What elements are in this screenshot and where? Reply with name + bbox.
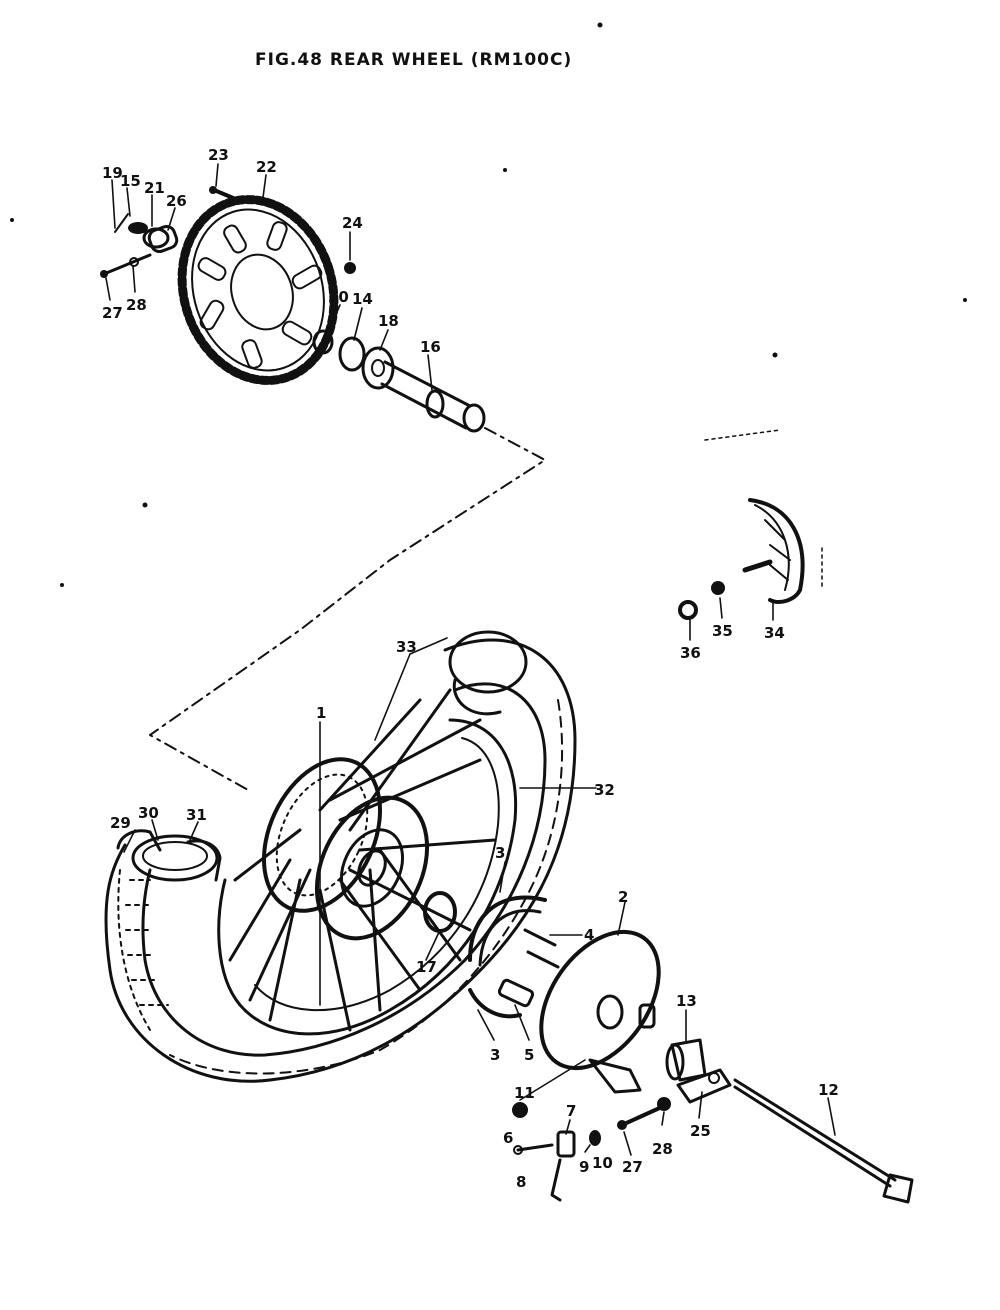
callout-11: 11 — [514, 1084, 535, 1102]
leader-lines — [105, 163, 836, 1156]
figure-title: FIG.48 REAR WHEEL (RM100C) — [255, 50, 572, 70]
callout-19: 19 — [102, 164, 123, 182]
callout-33: 33 — [396, 638, 417, 656]
callout-6: 6 — [503, 1129, 513, 1147]
axle-spacer — [665, 1038, 707, 1082]
callout-5: 5 — [524, 1046, 534, 1064]
callout-1: 1 — [316, 704, 326, 722]
rear-sprocket — [177, 195, 339, 385]
callout-17: 17 — [416, 958, 437, 976]
callout-36: 36 — [680, 644, 701, 662]
callout-2: 2 — [618, 888, 628, 906]
callout-labels: 1 2 3 3 4 5 6 7 8 9 10 11 12 13 14 15 16… — [102, 146, 839, 1191]
callout-28-upper: 28 — [126, 296, 147, 314]
callout-28-lower: 28 — [652, 1140, 673, 1158]
callout-16: 16 — [420, 338, 441, 356]
callout-32: 32 — [594, 781, 615, 799]
tire-cross-section — [116, 829, 222, 882]
callout-15: 15 — [120, 172, 141, 190]
callout-34: 34 — [764, 624, 785, 642]
callout-27-lower: 27 — [622, 1158, 643, 1176]
callout-13: 13 — [676, 992, 697, 1010]
callout-7: 7 — [566, 1102, 576, 1120]
callout-31: 31 — [186, 806, 207, 824]
callout-29: 29 — [110, 814, 131, 832]
hub-bearing — [423, 891, 457, 933]
brake-shoes — [468, 895, 560, 1019]
callout-23: 23 — [208, 146, 229, 164]
wheel-rim — [217, 718, 518, 1036]
sprocket-bolt — [209, 186, 240, 202]
brake-cam-small-parts — [512, 1102, 601, 1202]
callout-9: 9 — [579, 1158, 589, 1176]
callout-30: 30 — [138, 804, 159, 822]
adjuster-bolt-lower — [617, 1097, 671, 1130]
callout-22: 22 — [256, 158, 277, 176]
callout-25: 25 — [690, 1122, 711, 1140]
callout-35: 35 — [712, 622, 733, 640]
chain-adjuster-parts — [100, 213, 179, 278]
axle-chain-adjuster — [676, 1068, 732, 1104]
callout-20: 20 — [328, 288, 349, 306]
wheel-hub — [261, 757, 430, 941]
inner-tube-valve — [448, 630, 528, 716]
callout-21: 21 — [144, 179, 165, 197]
callout-27-upper: 27 — [102, 304, 123, 322]
brake-panel — [539, 929, 661, 1094]
sprocket-nut — [344, 262, 356, 274]
callout-18: 18 — [378, 312, 399, 330]
rear-axle — [733, 1078, 914, 1204]
print-specks — [10, 22, 967, 587]
sprocket-guard — [678, 498, 805, 620]
assembly-centre-line — [149, 427, 546, 791]
callout-12: 12 — [818, 1081, 839, 1099]
rear-tire — [104, 638, 577, 1083]
callout-8: 8 — [516, 1173, 526, 1191]
sprocket-hub-parts — [312, 329, 486, 433]
callout-24: 24 — [342, 214, 363, 232]
callout-3-lower: 3 — [490, 1046, 500, 1064]
callout-14: 14 — [352, 290, 373, 308]
callout-4: 4 — [584, 926, 594, 944]
callout-26: 26 — [166, 192, 187, 210]
speck-dash — [704, 429, 781, 441]
callout-10: 10 — [592, 1154, 613, 1172]
callout-3-upper: 3 — [495, 844, 505, 862]
